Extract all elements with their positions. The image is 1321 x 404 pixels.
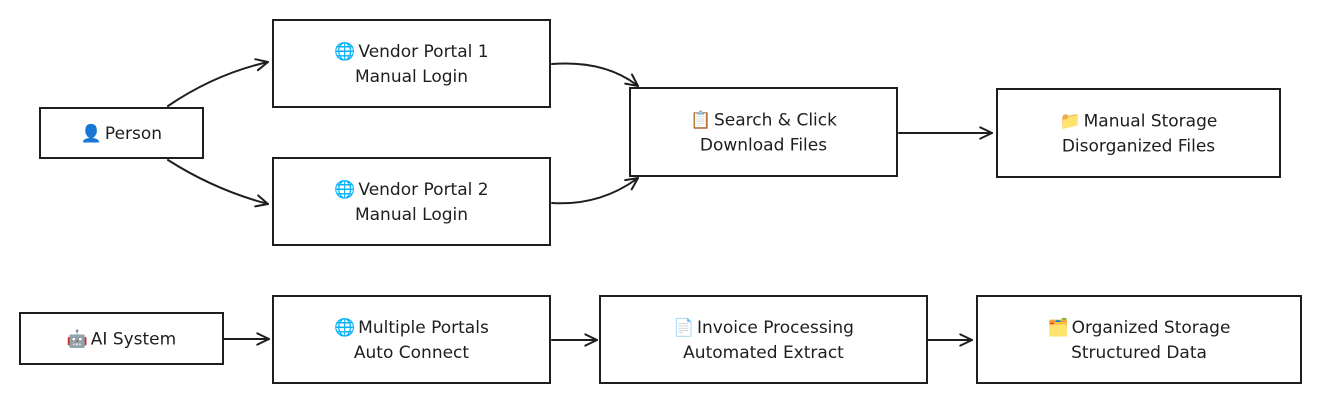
globe-icon: 🌐 — [334, 317, 355, 338]
edge-line — [167, 61, 269, 107]
edge-invoice-to-organized — [927, 333, 973, 347]
node-label-line-2: Disorganized Files — [1062, 137, 1215, 157]
node-label-line-2: Automated Extract — [683, 343, 844, 363]
node-label-line-2: Download Files — [700, 136, 827, 156]
edge-search-to-manual-storage — [898, 126, 993, 140]
card-index-icon: 🗂️ — [1048, 317, 1069, 338]
node-label-line-1: Person — [105, 124, 162, 144]
node-label-line-1: Manual Storage — [1084, 112, 1218, 132]
globe-icon: 🌐 — [334, 179, 355, 200]
node-box — [976, 295, 1302, 384]
edge-line — [551, 177, 639, 205]
arrowhead — [959, 333, 973, 347]
node-box — [629, 87, 898, 177]
node-vendor-portal-1: Vendor Portal 1 Manual Login🌐 — [272, 19, 551, 108]
edge-line — [551, 62, 639, 87]
node-box — [996, 88, 1281, 178]
robot-icon: 🤖 — [67, 329, 88, 350]
document-icon: 📄 — [673, 317, 694, 338]
node-label-line-1: Organized Storage — [1072, 318, 1231, 338]
globe-icon: 🌐 — [334, 41, 355, 62]
node-box — [599, 295, 928, 384]
node-label-line-1: Vendor Portal 1 — [358, 42, 488, 62]
person-icon: 👤 — [81, 123, 102, 144]
node-box — [272, 295, 551, 384]
edge-person-to-vp2 — [167, 159, 269, 208]
node-label-line-2: Structured Data — [1071, 343, 1207, 363]
node-box — [19, 312, 224, 365]
node-vendor-portal-2: Vendor Portal 2 Manual Login🌐 — [272, 157, 551, 246]
edge-ai-to-multi — [223, 332, 270, 346]
node-label-line-1: AI System — [91, 330, 176, 350]
node-label-line-2: Manual Login — [355, 67, 468, 87]
node-label-line-1: Invoice Processing — [697, 318, 854, 338]
arrowhead — [624, 73, 639, 87]
folder-icon: 📁 — [1060, 112, 1081, 132]
arrowhead — [254, 58, 269, 72]
node-box — [39, 107, 204, 159]
node-label-line-1: Multiple Portals — [358, 318, 489, 338]
edges-layer — [167, 58, 993, 347]
edge-person-to-vp1 — [167, 58, 269, 107]
node-label-line-1: Vendor Portal 2 — [358, 180, 488, 200]
node-box — [272, 19, 551, 108]
arrowhead — [584, 333, 598, 347]
edge-multi-to-invoice — [551, 333, 598, 347]
arrowhead — [256, 332, 270, 346]
node-person: Person👤 — [39, 107, 204, 159]
clipboard-icon: 📋 — [690, 110, 711, 131]
edge-line — [167, 159, 269, 205]
node-box — [272, 157, 551, 246]
node-label-line-2: Manual Login — [355, 205, 468, 225]
arrowhead — [979, 126, 993, 140]
node-label-line-1: Search & Click — [714, 111, 837, 131]
node-label-line-2: Auto Connect — [354, 343, 469, 363]
edge-vp1-to-search — [551, 62, 639, 87]
node-ai-system: AI System🤖 — [19, 312, 224, 365]
arrowhead — [624, 177, 639, 191]
edge-vp2-to-search — [551, 177, 639, 205]
arrowhead — [254, 194, 269, 208]
